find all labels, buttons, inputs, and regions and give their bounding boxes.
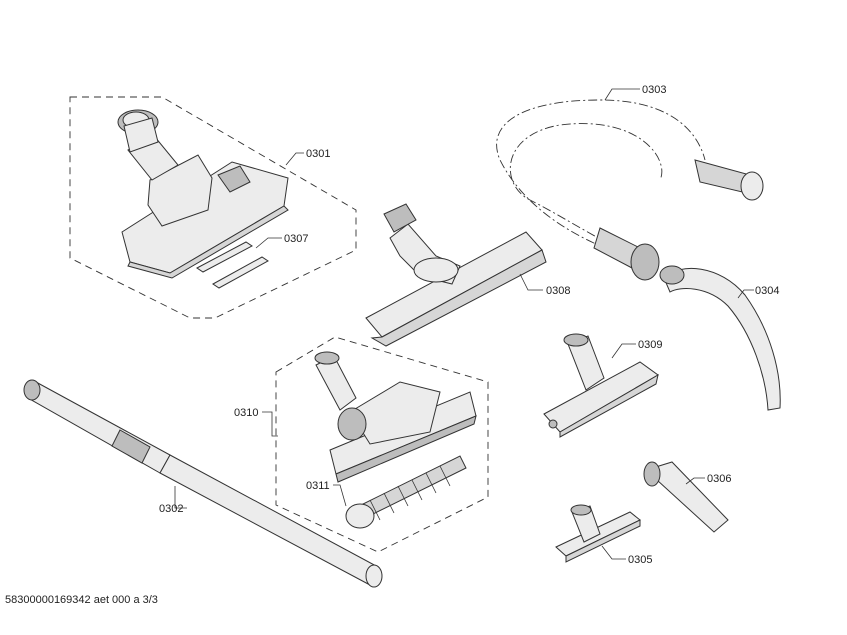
label-0304: 0304 xyxy=(755,285,779,297)
leader-0309 xyxy=(611,343,636,359)
label-0307: 0307 xyxy=(284,233,308,245)
leader-0301 xyxy=(285,152,304,166)
group-boundary-0310 xyxy=(275,336,489,553)
label-0309: 0309 xyxy=(638,339,662,351)
label-0303: 0303 xyxy=(642,84,666,96)
part-labels: 0301 0302 0303 0304 0305 0306 0307 0308 … xyxy=(159,84,779,566)
leader-0306 xyxy=(685,477,705,485)
crevice-nozzle-0306 xyxy=(643,461,729,533)
group-boundary-0301 xyxy=(69,96,357,319)
document-footer-code: 58300000169342 aet 000 a 3/3 xyxy=(5,594,158,606)
label-0308: 0308 xyxy=(546,285,570,297)
leader-0311 xyxy=(333,484,347,507)
upholstery-nozzle-0309 xyxy=(543,333,659,438)
small-nozzle-0305 xyxy=(555,504,641,563)
telescopic-tube-0302 xyxy=(23,379,383,588)
label-0301: 0301 xyxy=(306,148,330,160)
label-0311: 0311 xyxy=(306,480,330,492)
leader-0303 xyxy=(604,88,640,101)
leader-0310 xyxy=(262,411,278,437)
leader-0308 xyxy=(519,273,543,291)
hose-0303 xyxy=(496,99,764,281)
leader-0304 xyxy=(737,289,754,299)
leader-0307 xyxy=(255,237,282,249)
sole-strips-0307 xyxy=(196,241,269,289)
parquet-nozzle-0308 xyxy=(365,203,547,347)
brush-roller-0311 xyxy=(345,455,467,529)
floor-nozzle-0301 xyxy=(117,109,289,279)
leader-0302 xyxy=(174,486,187,509)
handle-0304 xyxy=(659,265,781,411)
label-0310: 0310 xyxy=(234,407,258,419)
label-0306: 0306 xyxy=(707,473,731,485)
label-0305: 0305 xyxy=(628,554,652,566)
turbo-brush-0310 xyxy=(314,351,477,483)
leader-lines xyxy=(174,88,754,560)
label-0302: 0302 xyxy=(159,503,183,515)
leader-0305 xyxy=(601,545,626,560)
